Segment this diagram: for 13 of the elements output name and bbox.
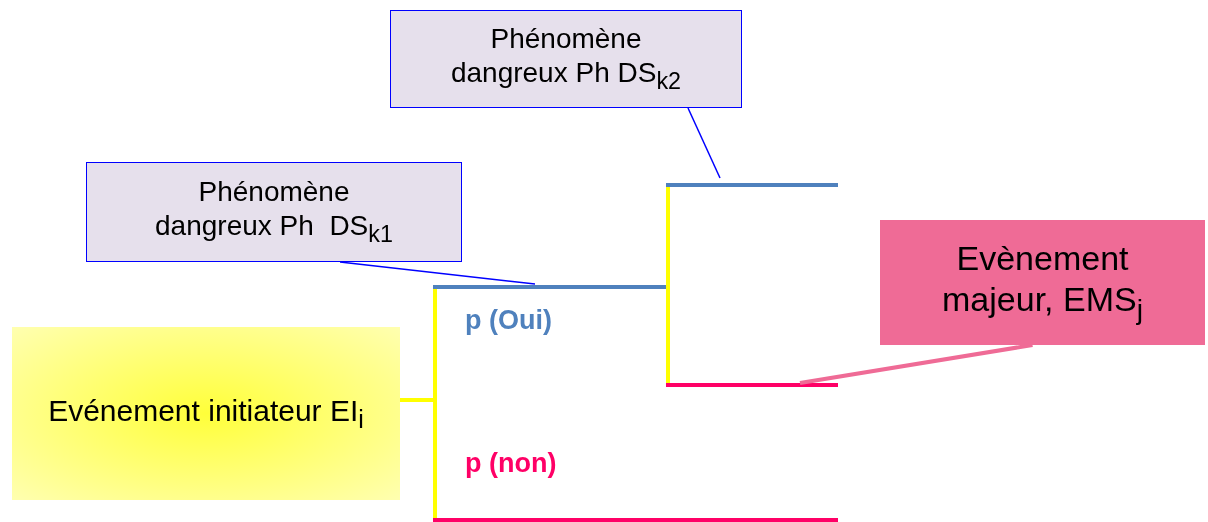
callout-box [390, 10, 742, 108]
box-text: Evènement majeur, EMS$_{j}$ [941, 238, 1144, 327]
probability-label: p (Oui) [465, 305, 552, 336]
box-text: Evénement initiateur EI$_{i}$ [48, 393, 364, 434]
event-box [12, 327, 400, 500]
box-text: Phénomène dangreux Ph DS$_{k2}$ [449, 22, 683, 96]
callout-box [880, 220, 1205, 345]
box-text: Phénomène dangreux Ph DS$_{k1}$ [154, 175, 394, 249]
leader-line [799, 343, 1033, 385]
leader-line [339, 261, 536, 285]
callout-box [86, 162, 462, 262]
probability-label: p (non) [465, 448, 557, 479]
leader-line [687, 107, 721, 179]
